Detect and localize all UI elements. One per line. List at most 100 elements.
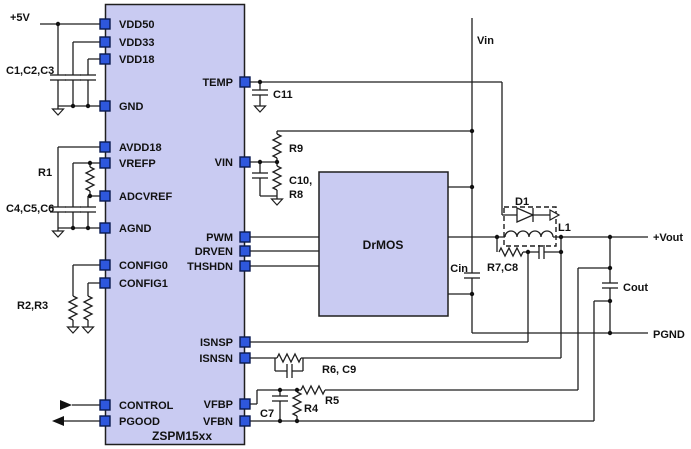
label-r1: R1 [38, 167, 52, 179]
label-c7: C7 [260, 408, 274, 420]
wire-isns [250, 341, 561, 372]
component-labels: C1,C2,C3 R1 C4,C5,C6 R2,R3 C11 R9 C10, R… [6, 65, 648, 420]
capacitor-c11 [251, 89, 269, 96]
wire-vin-rail-pgnd [471, 18, 648, 334]
net-label-vin: Vin [477, 35, 494, 47]
resistor-r6 [276, 353, 302, 363]
label-l1: L1 [558, 222, 571, 234]
inductor-l1 [504, 230, 554, 238]
ground-symbol-gnd [51, 105, 65, 116]
pin-labels-left: VDD50 VDD33 VDD18 GND AVDD18 VREFP ADCVR… [119, 19, 174, 428]
wire-5v-bank [40, 23, 100, 107]
pins-left [99, 18, 111, 427]
net-label-pgnd: PGND [653, 329, 685, 341]
wire-drmos [250, 186, 497, 295]
pin-label-isnsn: ISNSN [199, 353, 233, 365]
pin-labels-right: TEMP VIN PWM DRVEN THSHDN ISNSP ISNSN VF… [187, 77, 233, 428]
pin-label-config0: CONFIG0 [119, 260, 168, 272]
pin-label-isnsp: ISNSP [200, 337, 233, 349]
capacitor-c5 [64, 206, 82, 213]
pin-label-temp: TEMP [202, 77, 233, 89]
pin-label-vdd33: VDD33 [119, 37, 154, 49]
label-r8: R8 [289, 189, 303, 201]
pin-vfbp [239, 398, 251, 410]
pin-label-gnd: GND [119, 101, 144, 113]
pin-isnsn [239, 352, 251, 364]
pgood-output-arrow [52, 416, 64, 426]
label-r7c8: R7,C8 [487, 262, 518, 274]
pin-agnd [99, 222, 111, 234]
pin-vdd18 [99, 53, 111, 65]
wires [40, 18, 648, 422]
diode-d1 [516, 207, 535, 223]
pin-vfbn [239, 415, 251, 427]
component-symbols [49, 74, 619, 426]
pin-isnsp [239, 336, 251, 348]
pin-label-avdd18: AVDD18 [119, 142, 162, 154]
wire-avdd-bank [57, 146, 100, 229]
resistor-r4 [292, 391, 302, 417]
wire-control-pgood [64, 404, 100, 422]
label-r4: R4 [304, 403, 319, 415]
resistor-r3 [83, 295, 93, 321]
diode-output-arrow [549, 208, 561, 222]
pin-label-control: CONTROL [119, 400, 174, 412]
label-r2r3: R2,R3 [17, 300, 48, 312]
pin-thshdn [239, 260, 251, 272]
resistor-r9 [272, 133, 282, 159]
pin-gnd [99, 100, 111, 112]
wire-output [496, 214, 648, 358]
label-r5: R5 [325, 395, 339, 407]
pin-vdd33 [99, 36, 111, 48]
label-c11: C11 [273, 89, 293, 101]
label-cout: Cout [623, 282, 648, 294]
ground-symbol-r3 [81, 323, 95, 334]
ground-symbol-agnd [51, 227, 65, 238]
control-input-arrow [60, 400, 72, 410]
pin-vin [239, 156, 251, 168]
resistor-r7 [498, 247, 524, 257]
drmos-block-body [318, 171, 449, 317]
capacitor-c9 [286, 363, 293, 379]
ground-symbol-c11 [253, 102, 267, 113]
pin-avdd18 [99, 141, 111, 153]
chip-name-label: ZSPM15xx [152, 429, 212, 443]
drmos-name-label: DrMOS [363, 238, 404, 252]
capacitor-cout [601, 282, 619, 289]
inductor-module-outline [503, 206, 557, 247]
capacitor-c6 [79, 206, 97, 213]
wire-cout-sense [577, 237, 611, 421]
pin-control [99, 399, 111, 411]
pins-right [239, 76, 251, 427]
pin-label-drven: DRVEN [195, 246, 233, 258]
net-labels: +5V Vin +Vout PGND [10, 12, 685, 341]
pin-label-config1: CONFIG1 [119, 278, 168, 290]
zspm15xx-chip-body [104, 3, 246, 446]
capacitor-c10 [251, 172, 269, 179]
capacitor-c7 [271, 395, 289, 402]
wire-feedback [250, 389, 594, 422]
resistor-r5 [300, 385, 326, 395]
pin-vrefp [99, 157, 111, 169]
pin-drven [239, 245, 251, 257]
capacitor-c8 [538, 244, 545, 260]
pin-label-thshdn: THSHDN [187, 261, 233, 273]
label-r9: R9 [289, 143, 303, 155]
resistor-r8 [272, 165, 282, 191]
pin-label-vfbn: VFBN [203, 416, 233, 428]
pin-label-vrefp: VREFP [119, 158, 156, 170]
pin-pgood [99, 415, 111, 427]
pin-label-agnd: AGND [119, 223, 151, 235]
pin-config0 [99, 259, 111, 271]
net-label-5v: +5V [10, 12, 31, 24]
wire-config [72, 264, 100, 324]
pin-label-adcvref: ADCVREF [119, 191, 172, 203]
label-c10: C10, [289, 175, 312, 187]
pin-label-vdd50: VDD50 [119, 19, 154, 31]
pin-adcvref [99, 190, 111, 202]
label-r6c9: R6, C9 [322, 364, 356, 376]
resistor-r2 [68, 295, 78, 321]
pin-pwm [239, 231, 251, 243]
pin-temp [239, 76, 251, 88]
